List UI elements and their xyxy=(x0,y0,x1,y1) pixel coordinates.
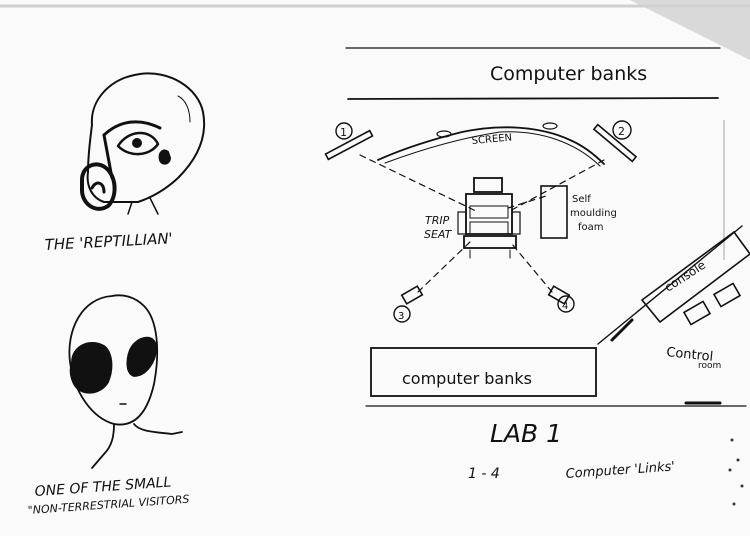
trip-seat xyxy=(457,177,521,259)
link-4-label: 4 xyxy=(562,301,568,312)
trip-seat-label-line2: SEAT xyxy=(424,228,453,241)
top-banks-lower-wall xyxy=(347,97,719,100)
lab-floor-plan xyxy=(324,47,750,407)
foam-label-line1: Self xyxy=(572,194,591,205)
top-banks-label: Computer banks xyxy=(490,63,647,85)
self-moulding-foam-block xyxy=(540,185,568,239)
control-room-label-line1: Control xyxy=(666,345,714,365)
bottom-computer-banks xyxy=(370,347,597,397)
edge-marks xyxy=(728,438,744,506)
bottom-banks-label: computer banks xyxy=(402,369,532,388)
link-3-label: 3 xyxy=(398,311,404,322)
link-1-label: 1 xyxy=(340,126,347,139)
link-1-speaker xyxy=(324,129,374,161)
foam-label-line3: foam xyxy=(578,222,604,233)
link-2-speaker xyxy=(592,123,638,163)
control-room-wall xyxy=(597,225,743,345)
page-corner-shadow xyxy=(630,0,750,60)
foam-label-line2: moulding xyxy=(570,208,617,219)
grey-alien-drawing xyxy=(68,294,183,469)
screen-arc xyxy=(377,126,605,165)
links-range: 1 - 4 xyxy=(468,466,500,482)
screen-label: SCREEN xyxy=(471,133,512,147)
lab-title: LAB 1 xyxy=(490,419,562,448)
trip-seat-label-line1: TRIP xyxy=(425,214,450,227)
reptilian-head-drawing xyxy=(80,72,206,215)
control-room-label-line2: room xyxy=(698,361,721,371)
link-2-label: 2 xyxy=(618,125,625,138)
console-desk xyxy=(640,230,750,324)
